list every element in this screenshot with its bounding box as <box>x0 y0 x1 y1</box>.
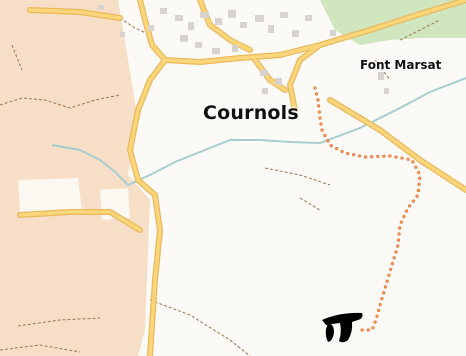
field-area <box>0 0 150 356</box>
roads <box>17 0 466 356</box>
footpaths <box>0 17 441 356</box>
village-buildings <box>98 5 389 94</box>
place-label-cournols: Cournols <box>203 102 299 124</box>
place-label-font-marsat: Font Marsat <box>360 58 442 72</box>
field-clearing <box>18 178 82 212</box>
dolmen-icon[interactable] <box>322 312 363 343</box>
stream <box>51 77 466 187</box>
hiking-route-dots <box>314 87 421 331</box>
